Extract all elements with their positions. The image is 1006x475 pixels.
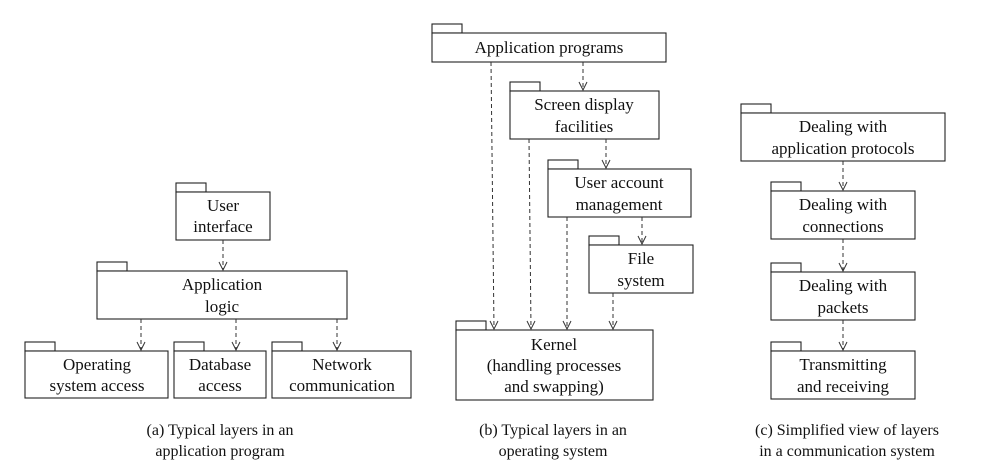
package-label: Transmitting — [799, 355, 887, 374]
package-label: Dealing with — [799, 276, 888, 295]
package-label: User — [207, 196, 239, 215]
package-label: (handling processes — [487, 356, 622, 375]
package-label: Network — [312, 355, 372, 374]
caption-a: application program — [155, 443, 285, 460]
package-label: Operating — [63, 355, 131, 374]
package-user-account-management: User account management — [547, 159, 692, 218]
caption-b: operating system — [499, 443, 608, 460]
package-file-system: File system — [588, 235, 694, 294]
package-label: management — [576, 195, 663, 214]
package-application-logic: Application logic — [96, 261, 348, 320]
package-transmitting-and-receiving: Transmitting and receiving — [770, 341, 916, 400]
package-dealing-with-packets: Dealing with packets — [770, 262, 916, 321]
package-operating-system-access: Operating system access — [24, 341, 169, 399]
package-label: and receiving — [797, 377, 890, 396]
caption-a: (a) Typical layers in an — [147, 422, 294, 439]
package-label: system access — [50, 376, 145, 395]
package-network-communication: Network communication — [271, 341, 412, 399]
package-label: Application — [182, 275, 263, 294]
package-database-access: Database access — [173, 341, 267, 399]
package-label: interface — [193, 217, 252, 236]
package-label: access — [198, 376, 241, 395]
package-label: Screen display — [534, 95, 634, 114]
package-label: Dealing with — [799, 117, 888, 136]
package-application-programs: Application programs — [431, 23, 667, 63]
dependency-arrows-b — [489, 61, 647, 331]
package-label: facilities — [555, 117, 614, 136]
package-label: system — [617, 271, 664, 290]
package-kernel: Kernel (handling processes and swapping) — [455, 320, 654, 401]
package-label: application protocols — [771, 139, 914, 158]
dependency-arrows-c — [838, 161, 848, 352]
package-label: connections — [802, 217, 883, 236]
caption-c: in a communication system — [759, 443, 935, 460]
package-label: Database — [189, 355, 251, 374]
caption-c: (c) Simplified view of layers — [755, 422, 939, 439]
package-dealing-with-application-protocols: Dealing with application protocols — [740, 103, 946, 162]
package-label: File — [628, 249, 654, 268]
package-label: and swapping) — [504, 377, 604, 396]
package-label: communication — [289, 376, 395, 395]
caption-b: (b) Typical layers in an — [479, 422, 627, 439]
package-label: packets — [818, 298, 869, 317]
package-user-interface: User interface — [175, 182, 271, 241]
package-label: logic — [205, 297, 239, 316]
package-label: Kernel — [531, 335, 578, 354]
package-label: Dealing with — [799, 195, 888, 214]
package-screen-display-facilities: Screen display facilities — [509, 81, 660, 140]
dependency-arrows-a — [136, 240, 342, 352]
package-label: Application programs — [475, 38, 624, 57]
package-label: User account — [574, 173, 663, 192]
